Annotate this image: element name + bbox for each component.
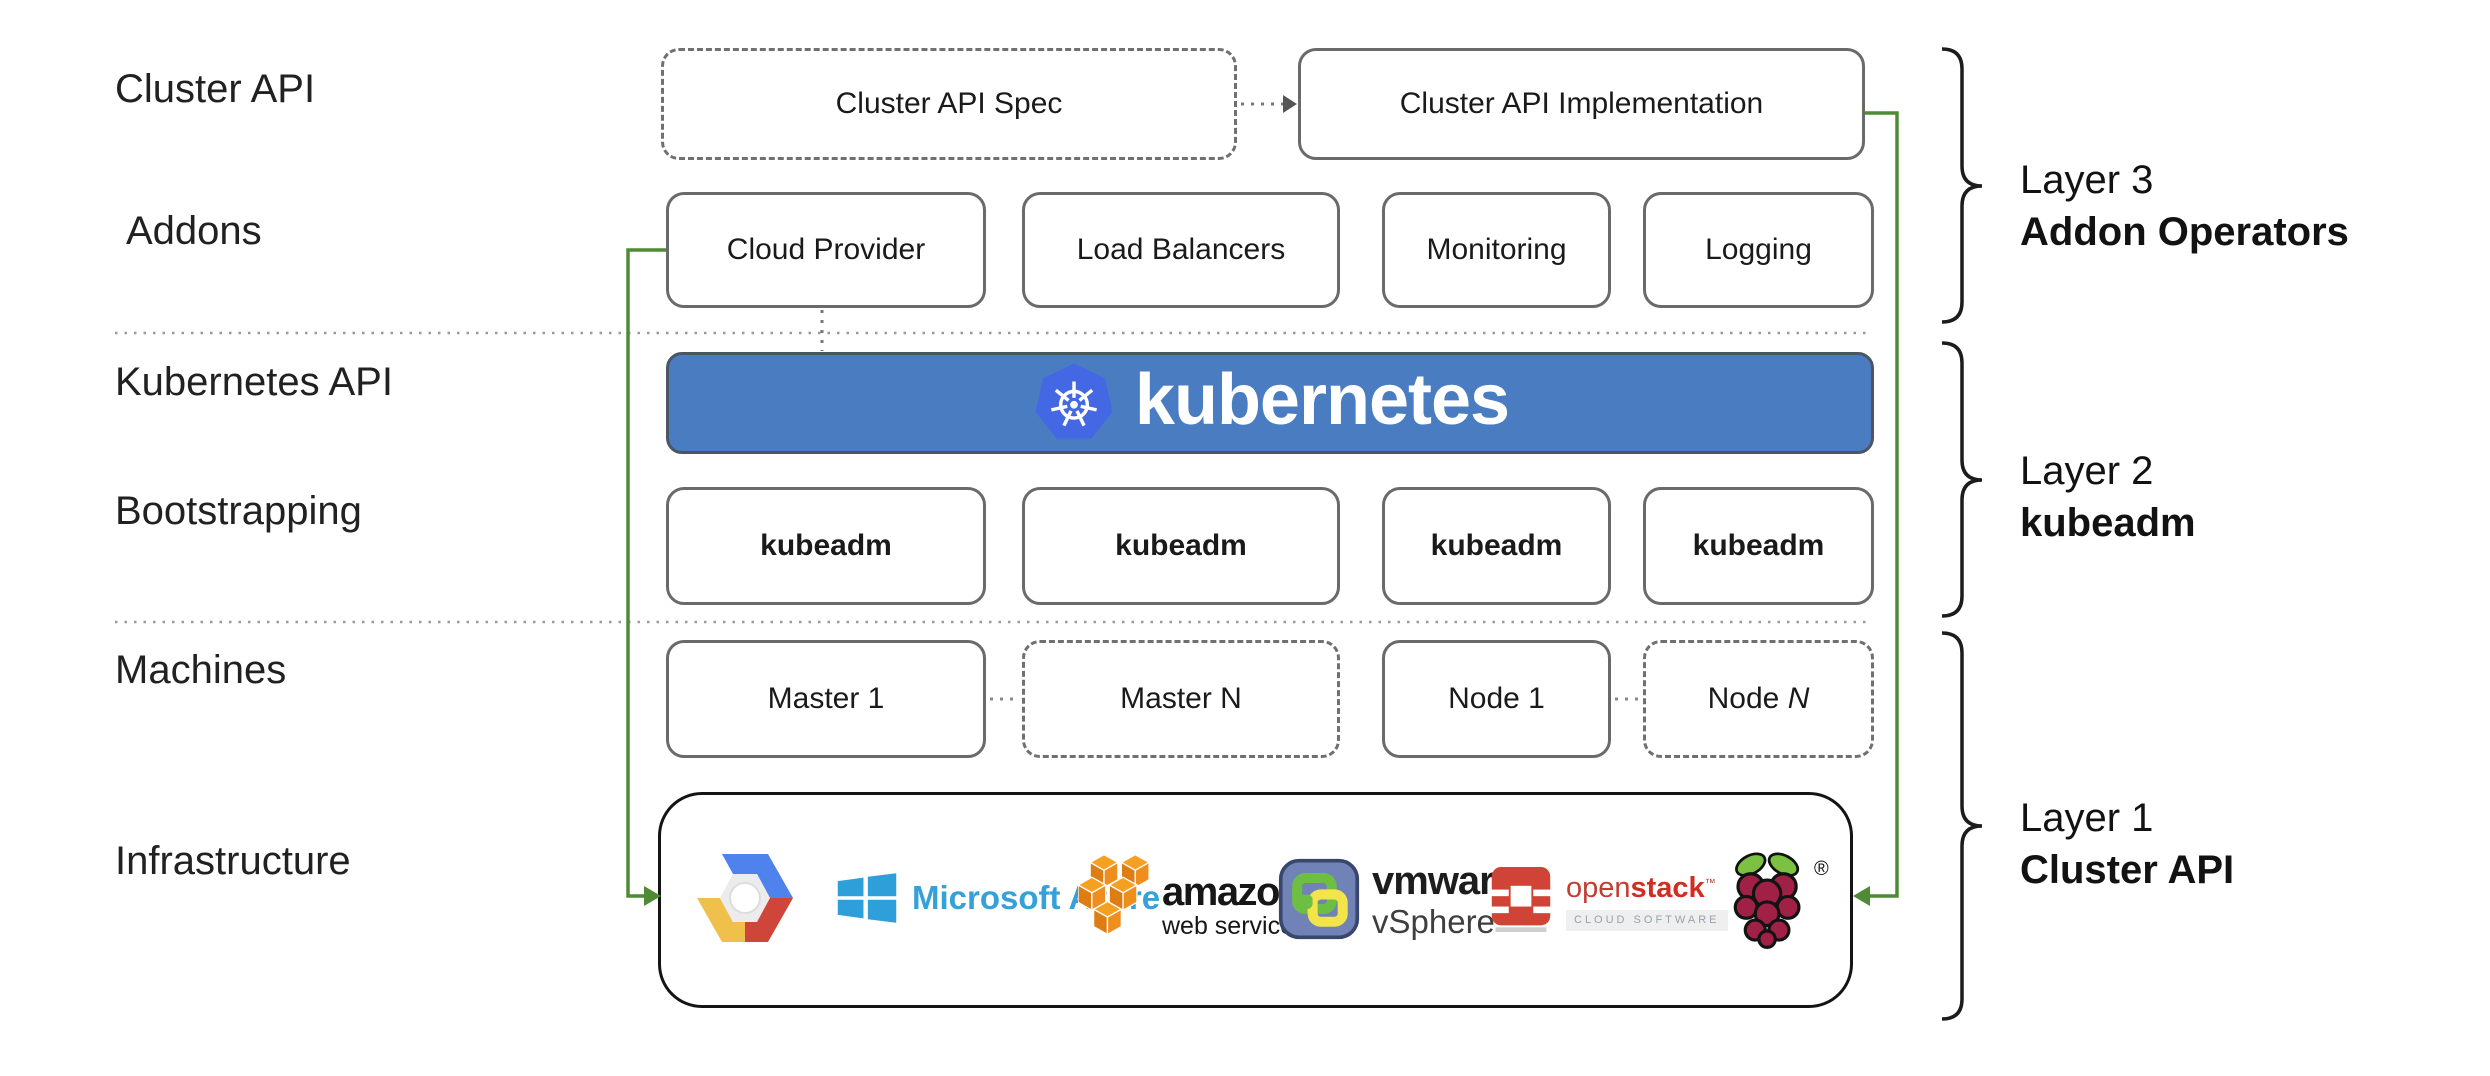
raspberry-icon [1733, 852, 1801, 949]
load-balancers-box: Load Balancers [1022, 192, 1340, 308]
row-label-addons: Addons [126, 209, 262, 253]
monitoring-box: Monitoring [1382, 192, 1611, 308]
layer-3-label: Layer 3 Addon Operators [2020, 158, 2349, 254]
openstack-label: openstack™ [1566, 872, 1716, 904]
kubeadm-label: kubeadm [1115, 529, 1247, 562]
row-label-cluster-api: Cluster API [115, 67, 316, 111]
kubernetes-banner: kubernetes [666, 352, 1874, 454]
google-cloud-logo [695, 850, 795, 946]
cloud-provider-to-infra-green-line [626, 248, 666, 898]
kubernetes-wheel-icon [1035, 363, 1113, 439]
monitoring-label: Monitoring [1426, 233, 1567, 266]
cloud-provider-box: Cloud Provider [666, 192, 986, 308]
layer-2-label: Layer 2 kubeadm [2020, 449, 2196, 545]
kubeadm-label: kubeadm [1430, 529, 1563, 562]
aws-logo: amazon web services [1078, 848, 1307, 948]
cloud-provider-label: Cloud Provider [726, 233, 926, 266]
cloud-software-label: CLOUD SOFTWARE [1566, 910, 1728, 931]
infrastructure-box [658, 792, 1853, 1008]
spec-to-impl-arrowhead-icon [1283, 95, 1297, 113]
layer-3-bracket [1941, 47, 1983, 324]
row-label-bootstrapping: Bootstrapping [115, 489, 362, 533]
cluster-api-spec-box: Cluster API Spec [661, 48, 1237, 160]
aws-cubes-icon [1078, 854, 1150, 936]
kubeadm-box-2: kubeadm [1022, 487, 1340, 605]
master-1-label: Master 1 [767, 682, 885, 715]
node-n-box: Node N [1643, 640, 1874, 758]
node-1-label: Node 1 [1448, 682, 1545, 715]
row-label-machines: Machines [115, 648, 287, 692]
layer-1-label: Layer 1 Cluster API [2020, 796, 2235, 892]
kubernetes-wordmark: kubernetes [1134, 360, 1510, 440]
cluster-api-implementation-label: Cluster API Implementation [1399, 87, 1764, 120]
kubeadm-box-3: kubeadm [1382, 487, 1611, 605]
raspberry-pi-logo: ® [1718, 842, 1829, 960]
kubeadm-label: kubeadm [1692, 529, 1825, 562]
cluster-api-implementation-box: Cluster API Implementation [1298, 48, 1865, 160]
master-1-box: Master 1 [666, 640, 986, 758]
kubeadm-label: kubeadm [760, 529, 892, 562]
master-n-box: Master N [1022, 640, 1340, 758]
google-cloud-hexagon-icon [697, 854, 793, 942]
infra-right-arrowhead-icon [1853, 886, 1870, 906]
cluster-api-spec-label: Cluster API Spec [835, 87, 1063, 120]
openstack-cube-icon [1489, 866, 1553, 932]
vsphere-label: vSphere [1372, 902, 1495, 940]
registered-trademark: ® [1814, 858, 1829, 880]
openstack-logo: openstack™ CLOUD SOFTWARE [1488, 862, 1728, 936]
layer-2-bracket [1941, 341, 1983, 618]
node-n-label: Node N [1707, 682, 1810, 715]
vmware-vsphere-logo: vmware® vSphere [1278, 858, 1525, 940]
row-label-kubernetes-api: Kubernetes API [115, 360, 393, 404]
row-label-infrastructure: Infrastructure [115, 839, 351, 883]
kubeadm-box-1: kubeadm [666, 487, 986, 605]
load-balancers-label: Load Balancers [1076, 233, 1286, 266]
layer-1-bracket [1941, 631, 1983, 1021]
vsphere-icon [1278, 858, 1360, 940]
node-1-box: Node 1 [1382, 640, 1611, 758]
master-n-label: Master N [1120, 682, 1242, 715]
kubeadm-box-4: kubeadm [1643, 487, 1874, 605]
azure-window-icon [837, 873, 897, 923]
logging-label: Logging [1705, 233, 1812, 266]
logging-box: Logging [1643, 192, 1874, 308]
